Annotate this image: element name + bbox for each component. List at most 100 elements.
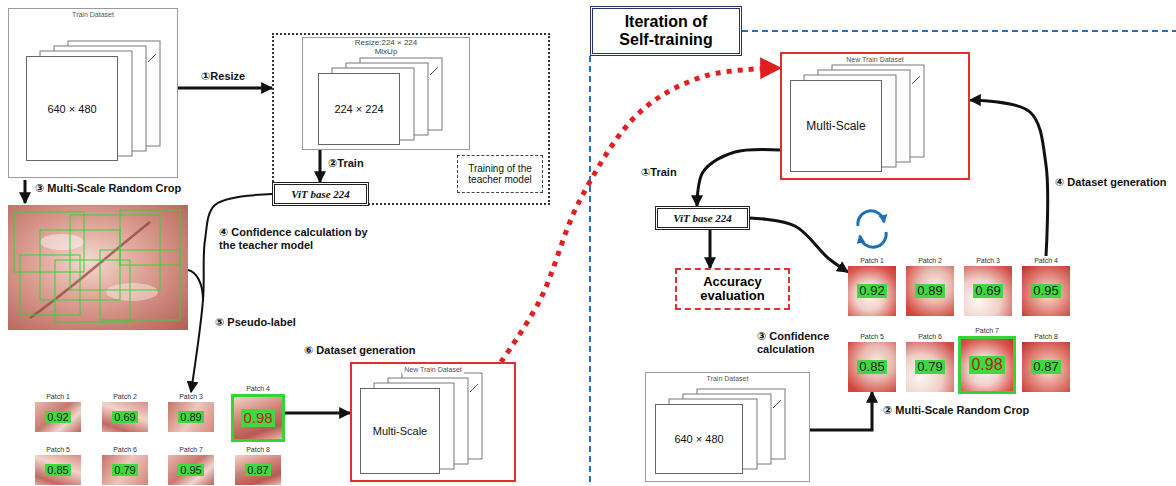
patch-tile: Patch 60.79 bbox=[102, 445, 148, 485]
model-label: ViT base 224 bbox=[291, 188, 350, 200]
box-title: Train Dataset bbox=[70, 10, 116, 19]
patch-tile: Patch 1 0.92 bbox=[848, 256, 896, 316]
patch-image: 0.85 bbox=[35, 455, 81, 485]
patch-tile: Patch 5 0.85 bbox=[35, 445, 81, 485]
patch-title: Patch 5 bbox=[848, 332, 896, 342]
confidence-value: 0.92 bbox=[45, 411, 70, 424]
divider-line bbox=[589, 56, 591, 486]
patch-image: 0.98 bbox=[231, 394, 285, 442]
evaluation-box: Accuracy evaluation bbox=[675, 268, 790, 310]
confidence-value: 0.87 bbox=[245, 464, 270, 477]
merge-curve bbox=[188, 270, 203, 300]
patch-image: 0.69 bbox=[102, 402, 148, 432]
patch-image: 0.85 bbox=[848, 342, 896, 392]
dataset-box: Train Dataset 640 × 480 bbox=[645, 372, 810, 482]
patch-tile: Patch 4 0.95 bbox=[1022, 256, 1070, 316]
frame-label: 224 × 224 bbox=[334, 103, 383, 115]
patch-image: 0.87 bbox=[1022, 342, 1070, 392]
patch-tile: Patch 30.69 bbox=[964, 256, 1012, 316]
confidence-value: 0.92 bbox=[857, 284, 886, 299]
dataset-box: New Train DatasetMulti-Scale bbox=[780, 52, 970, 180]
image-frame: Multi-Scale bbox=[360, 388, 440, 474]
title-box: Iteration of Self-training bbox=[590, 6, 742, 56]
step-label: ④ Confidence calculation by the teacher … bbox=[218, 226, 370, 252]
model-label: ViT base 224 bbox=[673, 212, 732, 224]
frame-label: 640 × 480 bbox=[47, 103, 96, 115]
confidence-value: 0.98 bbox=[969, 356, 1004, 374]
patch-title: Patch 1 bbox=[848, 256, 896, 266]
patch-title: Patch 8 bbox=[235, 445, 281, 455]
arrow bbox=[697, 149, 780, 206]
image-frame: 640 × 480 bbox=[655, 404, 743, 474]
model-box: ViT base 224 bbox=[655, 206, 750, 230]
patch-title: Patch 3 bbox=[964, 256, 1012, 266]
arrow-label: ②Train bbox=[327, 157, 365, 170]
arrow bbox=[191, 194, 272, 392]
arrow bbox=[285, 412, 350, 415]
patch-title: Patch 1 bbox=[35, 392, 81, 402]
resize-box: Resize:224 × 224MixUp224 × 224 bbox=[302, 37, 470, 150]
patch-title: Patch 7 bbox=[958, 326, 1016, 336]
confidence-value: 0.79 bbox=[915, 360, 944, 375]
arrow bbox=[970, 100, 1048, 256]
arrow-label: ⑥ Dataset generation bbox=[303, 344, 416, 357]
box-title: New Train Dataset bbox=[402, 365, 464, 374]
tissue-image bbox=[8, 205, 188, 330]
patch-image: 0.87 bbox=[235, 455, 281, 485]
arrow-label: ② Multi-Scale Random Crop bbox=[882, 404, 1030, 417]
patch-tile: Patch 1 0.92 bbox=[35, 392, 81, 432]
confidence-value: 0.89 bbox=[915, 284, 944, 299]
patch-title: Patch 6 bbox=[102, 445, 148, 455]
box-title: MixUp bbox=[373, 47, 400, 56]
frame-label: 640 × 480 bbox=[674, 433, 723, 445]
confidence-value: 0.89 bbox=[178, 411, 203, 424]
arrow bbox=[319, 150, 322, 182]
box-title: New Train Dataset bbox=[844, 55, 906, 64]
patch-title: Patch 3 bbox=[168, 392, 214, 402]
frame-stroke bbox=[148, 54, 920, 408]
image-frame: 640 × 480 bbox=[26, 56, 118, 161]
confidence-value: 0.98 bbox=[241, 409, 274, 426]
patch-image: 0.92 bbox=[848, 266, 896, 316]
arrow bbox=[810, 392, 872, 430]
patch-title: Patch 4 bbox=[1022, 256, 1070, 266]
confidence-value: 0.85 bbox=[857, 360, 886, 375]
frame-label: Multi-Scale bbox=[373, 425, 427, 437]
image-frame: 224 × 224 bbox=[318, 73, 400, 145]
patch-image: 0.95 bbox=[168, 455, 214, 485]
patch-title: Patch 7 bbox=[168, 445, 214, 455]
arrow bbox=[709, 230, 712, 268]
patch-tile: Patch 7 0.95 bbox=[168, 445, 214, 485]
step-label: ③ Multi-Scale Random Crop bbox=[34, 182, 182, 195]
confidence-value: 0.95 bbox=[178, 464, 203, 477]
patch-image: 0.79 bbox=[102, 455, 148, 485]
dataset-box: New Train DatasetMulti-Scale bbox=[350, 362, 516, 482]
patch-image: 0.92 bbox=[35, 402, 81, 432]
frame-label: Multi-Scale bbox=[806, 119, 865, 133]
patch-tile: Patch 40.98 bbox=[231, 384, 285, 442]
confidence-value: 0.69 bbox=[112, 411, 137, 424]
patch-title: Patch 8 bbox=[1022, 332, 1070, 342]
patch-image: 0.69 bbox=[964, 266, 1012, 316]
patch-image: 0.89 bbox=[168, 402, 214, 432]
patch-tile: Patch 8 0.87 bbox=[235, 445, 281, 485]
arrow-label: ⑤ Pseudo-label bbox=[214, 316, 297, 329]
divider-line bbox=[742, 30, 1176, 32]
patch-tile: Patch 8 0.87 bbox=[1022, 332, 1070, 392]
evaluation-label: Accuracy evaluation bbox=[681, 275, 784, 304]
patch-title: Patch 5 bbox=[35, 445, 81, 455]
confidence-value: 0.87 bbox=[1031, 360, 1060, 375]
patch-image: 0.98 bbox=[958, 336, 1016, 394]
confidence-value: 0.95 bbox=[1031, 284, 1060, 299]
confidence-value: 0.85 bbox=[45, 464, 70, 477]
arrow-label: ①Resize bbox=[200, 70, 246, 83]
cycle-icon bbox=[858, 211, 886, 247]
arrow-label: ①Train bbox=[640, 166, 678, 179]
dotted-arrow bbox=[501, 68, 780, 362]
patch-tile: Patch 20.69 bbox=[102, 392, 148, 432]
patch-image: 0.79 bbox=[906, 342, 954, 392]
patch-tile: Patch 3 0.89 bbox=[168, 392, 214, 432]
box-title: Train Dataset bbox=[705, 374, 751, 383]
patch-image: 0.95 bbox=[1022, 266, 1070, 316]
arrow-label: ④ Dataset generation bbox=[1054, 176, 1171, 189]
